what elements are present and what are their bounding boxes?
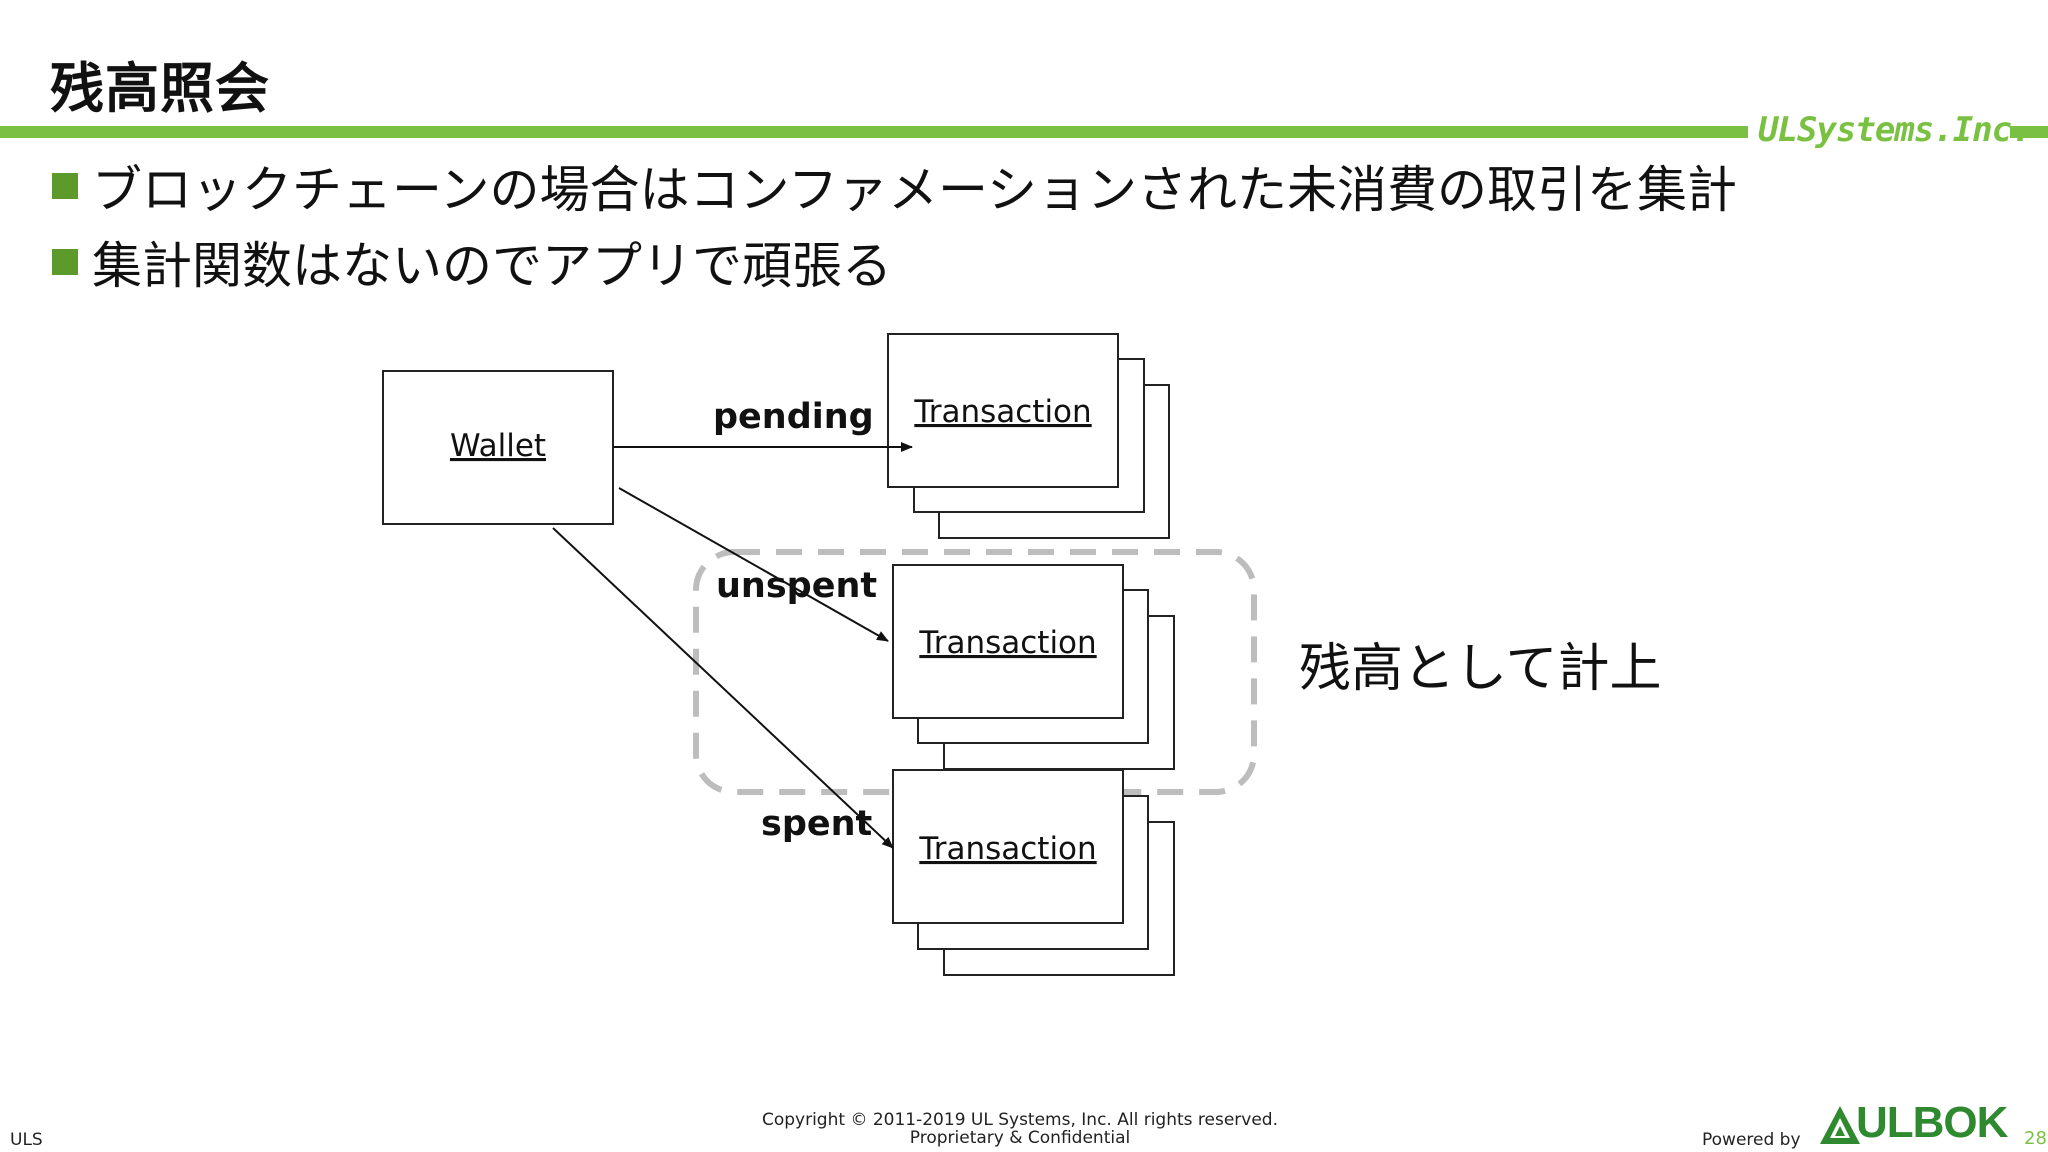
unspent-arrow bbox=[618, 487, 889, 642]
unspent-label: unspent bbox=[716, 566, 877, 606]
bullet-item: 集計関数はないのでアプリで頑張る bbox=[52, 224, 1737, 300]
spent-label: spent bbox=[761, 804, 872, 844]
bullet-square-icon bbox=[52, 173, 78, 199]
transaction-stack-pending: Transaction bbox=[887, 333, 1170, 539]
triangle-logo-icon bbox=[1820, 1106, 1860, 1144]
brand-name: ULBOK bbox=[1856, 1098, 2008, 1147]
bullet-text: 集計関数はないのでアプリで頑張る bbox=[92, 237, 892, 295]
pending-label: pending bbox=[713, 397, 874, 437]
transaction-label: Transaction bbox=[913, 394, 1091, 430]
footer-copyright-block: Copyright © 2011-2019 UL Systems, Inc. A… bbox=[0, 1111, 2040, 1147]
bullet-text: ブロックチェーンの場合はコンファメーションされた未消費の取引を集計 bbox=[92, 161, 1737, 219]
wallet-label: Wallet bbox=[450, 428, 546, 464]
bullet-item: ブロックチェーンの場合はコンファメーションされた未消費の取引を集計 bbox=[52, 148, 1737, 224]
brand-logo: ULBOK bbox=[1818, 1098, 2008, 1148]
page-number: 28 bbox=[2024, 1128, 2047, 1149]
bullet-square-icon bbox=[52, 249, 78, 275]
balance-region bbox=[693, 549, 1257, 795]
transaction-label: Transaction bbox=[918, 625, 1096, 661]
wallet-box: Wallet bbox=[382, 370, 614, 525]
confidential-text: Proprietary & Confidential bbox=[909, 1128, 1131, 1148]
balance-note: 残高として計上 bbox=[1299, 639, 1661, 699]
transaction-label: Transaction bbox=[918, 831, 1096, 867]
bullet-list: ブロックチェーンの場合はコンファメーションされた未消費の取引を集計 集計関数はな… bbox=[52, 148, 1737, 300]
transaction-stack-unspent: Transaction bbox=[892, 564, 1175, 770]
slide-title: 残高照会 bbox=[50, 57, 270, 120]
spent-arrow bbox=[552, 527, 894, 849]
transaction-stack-spent: Transaction bbox=[892, 769, 1175, 976]
copyright-text: Copyright © 2011-2019 UL Systems, Inc. A… bbox=[761, 1110, 1279, 1130]
footer-org: ULS bbox=[10, 1130, 43, 1150]
powered-by-text: Powered by bbox=[1702, 1130, 1801, 1150]
title-divider bbox=[0, 126, 2048, 138]
company-logo: ULSystems.Inc. bbox=[1758, 110, 2032, 150]
